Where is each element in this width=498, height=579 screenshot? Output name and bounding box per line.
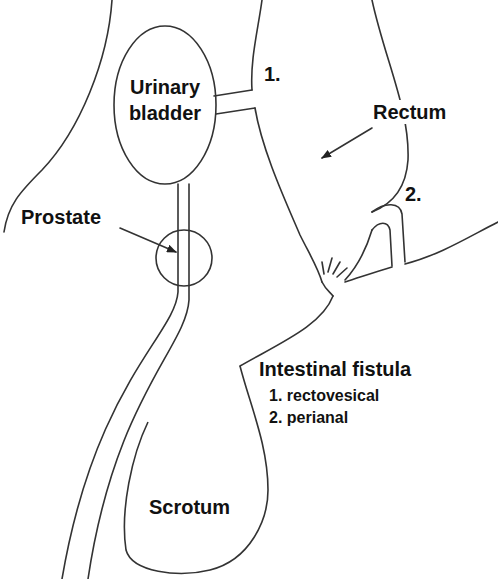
organ-outline (124, 366, 268, 573)
organ-label: Urinary bladder (117, 74, 213, 126)
prostate-gland (156, 230, 212, 286)
part-label: Prostate (20, 205, 102, 229)
anal-opening (322, 282, 333, 296)
part-label: Rectum (372, 100, 447, 124)
legend-entry: 1. rectovesical (268, 386, 380, 405)
scrotum-organ: Scrotum (110, 400, 280, 579)
skin-outline (345, 267, 392, 282)
perineum (240, 296, 333, 366)
callout-number: 2. (404, 182, 423, 206)
skin-outline (405, 222, 498, 264)
rectum-wall (255, 108, 322, 282)
rectum-wall (345, 230, 372, 280)
leader-arrow (120, 228, 176, 252)
perianal-fistula (372, 205, 405, 262)
perianal-fistula (372, 223, 392, 266)
legend-entry: 2. perianal (268, 408, 349, 427)
organ-outline (114, 26, 216, 184)
organ-label: Scrotum (149, 494, 230, 520)
rectovesical-fistula (216, 108, 255, 114)
bladder-organ: Urinary bladder (113, 25, 217, 185)
callout-number: 1. (263, 62, 282, 86)
legend-heading: Intestinal fistula (258, 357, 412, 381)
urethra (88, 184, 189, 579)
leader-arrow (322, 128, 372, 158)
body-outline (4, 0, 112, 232)
organ-outline (110, 400, 280, 579)
rectum-wall (252, 0, 262, 90)
rectovesical-fistula (214, 90, 252, 96)
anal-folds (322, 258, 347, 277)
